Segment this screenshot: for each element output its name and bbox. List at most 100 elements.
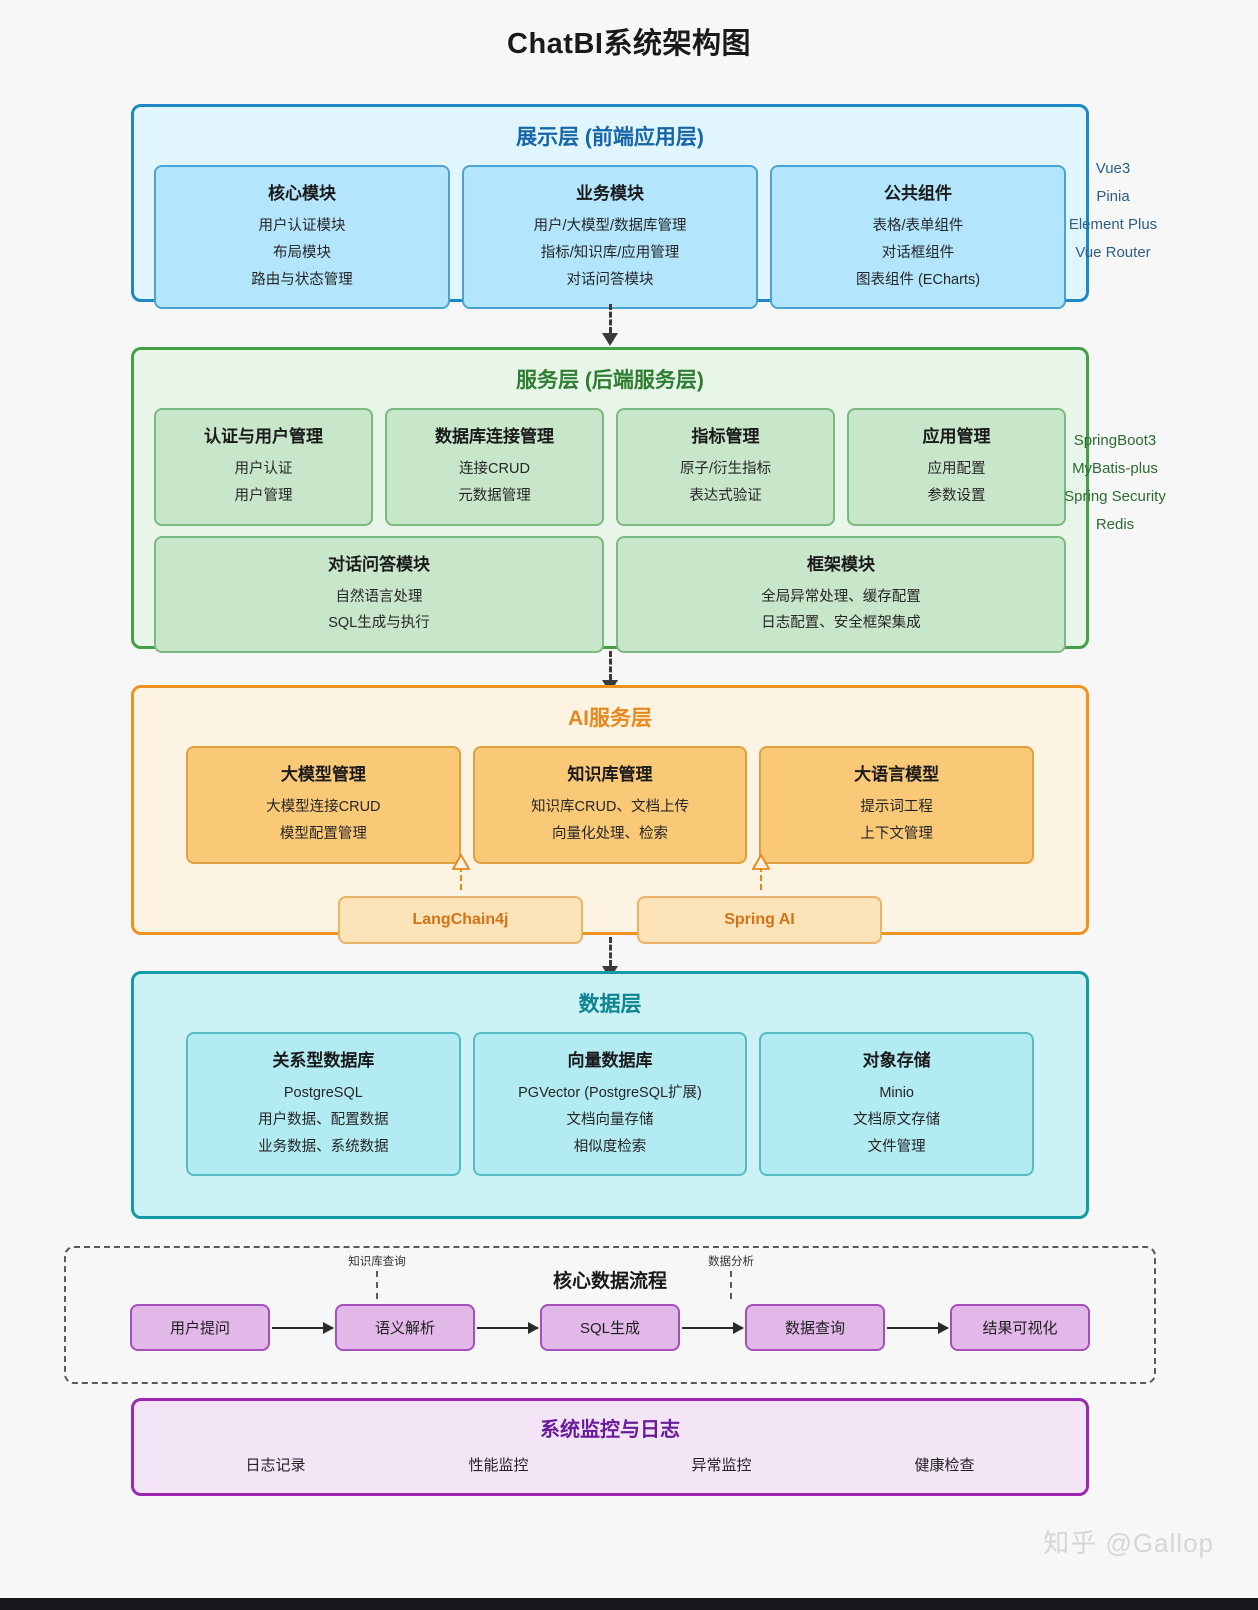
card-line: 连接CRUD — [459, 461, 530, 477]
service-layer: 服务层 (后端服务层) 认证与用户管理 用户认证 用户管理 数据库连接管理 连接… — [131, 347, 1089, 654]
card-auth-user-management: 认证与用户管理 用户认证 用户管理 — [154, 408, 373, 526]
ai-cards: 大模型管理 大模型连接CRUD 模型配置管理 知识库管理 知识库CRUD、文档上… — [134, 746, 1086, 864]
core-data-flow-section: 核心数据流程 用户提问 语义解析 SQL生成 数据查询 结果可视化 — [64, 1246, 1156, 1384]
card-line: 大模型连接CRUD — [266, 799, 381, 815]
tech-item: Spring Security — [1064, 487, 1166, 505]
card-line: 表达式验证 — [689, 487, 762, 504]
card-title: 公共组件 — [884, 184, 952, 203]
hollow-triangle-icon — [752, 854, 770, 870]
card-line: 用户管理 — [234, 487, 293, 504]
card-line: 原子/衍生指标 — [679, 461, 772, 477]
card-framework-module: 框架模块 全局异常处理、缓存配置 日志配置、安全框架集成 — [616, 535, 1066, 654]
card-core-module: 核心模块 用户认证模块 布局模块 路由与状态管理 — [154, 165, 450, 310]
card-line: 对话问答模块 — [566, 271, 654, 288]
card-line: 相似度检索 — [573, 1138, 647, 1155]
framework-spring-ai: Spring AI — [637, 895, 882, 944]
card-title: 对象存储 — [862, 1051, 931, 1070]
card-business-module: 业务模块 用户/大模型/数据库管理 指标/知识库/应用管理 对话问答模块 — [462, 165, 758, 310]
flow-note-connector — [376, 1271, 378, 1299]
card-title: 向量数据库 — [567, 1051, 653, 1070]
presentation-cards: 核心模块 用户认证模块 布局模块 路由与状态管理 业务模块 用户/大模型/数据库… — [134, 165, 1086, 327]
service-layer-title: 服务层 (后端服务层) — [516, 369, 704, 392]
data-flow-steps: 用户提问 语义解析 SQL生成 数据查询 结果可视化 — [66, 1304, 1154, 1351]
card-line: 向量化处理、检索 — [552, 825, 668, 842]
tech-item: Element Plus — [1068, 215, 1158, 233]
card-line: 用户/大模型/数据库管理 — [533, 218, 687, 234]
flow-step-semantic-parsing: 语义解析 — [335, 1304, 475, 1351]
watermark: 知乎 @Gallop — [1043, 1528, 1214, 1558]
data-cards: 关系型数据库 PostgreSQL 用户数据、配置数据 业务数据、系统数据 向量… — [134, 1032, 1086, 1177]
frontend-tech-stack: Vue3 Pinia Element Plus Vue Router — [1028, 155, 1198, 267]
connector-presentation-service — [602, 304, 618, 346]
card-line: 知识库CRUD、文档上传 — [531, 799, 689, 815]
flow-step-sql-generation: SQL生成 — [540, 1304, 680, 1351]
ai-frameworks: LangChain4j Spring AI — [134, 895, 1086, 944]
card-line: 自然语言处理 — [335, 588, 423, 605]
monitoring-items: 日志记录 性能监控 异常监控 健康检查 — [134, 1454, 1086, 1475]
backend-tech-stack: SpringBoot3 MyBatis-plus Spring Security… — [1030, 427, 1200, 539]
service-cards-row2: 对话问答模块 自然语言处理 SQL生成与执行 框架模块 全局异常处理、缓存配置 … — [134, 535, 1086, 672]
card-line: 全局异常处理、缓存配置 — [761, 588, 921, 605]
data-layer-title: 数据层 — [578, 993, 642, 1016]
framework-langchain4j: LangChain4j — [338, 895, 583, 944]
card-object-storage: 对象存储 Minio 文档原文存储 文件管理 — [759, 1032, 1035, 1177]
card-title: 认证与用户管理 — [204, 427, 323, 446]
card-line: 应用配置 — [927, 461, 986, 477]
monitoring-item-performance: 性能监控 — [468, 1457, 529, 1474]
card-line: 指标/知识库/应用管理 — [540, 244, 680, 261]
monitoring-item-health-check: 健康检查 — [914, 1457, 975, 1474]
flow-note-connector — [730, 1271, 732, 1299]
card-line: PostgreSQL — [283, 1085, 363, 1101]
card-line: 业务数据、系统数据 — [258, 1138, 389, 1155]
hollow-triangle-icon — [452, 854, 470, 870]
presentation-layer-title: 展示层 (前端应用层) — [516, 126, 704, 149]
card-large-language-model: 大语言模型 提示词工程 上下文管理 — [759, 746, 1035, 864]
flow-arrow-icon — [887, 1321, 949, 1334]
service-cards-row1: 认证与用户管理 用户认证 用户管理 数据库连接管理 连接CRUD 元数据管理 指… — [134, 408, 1086, 536]
card-line: 元数据管理 — [458, 487, 531, 504]
flow-note-data-analysis: 数据分析 — [671, 1253, 791, 1299]
card-line: 文档原文存储 — [853, 1111, 941, 1128]
card-line: 参数设置 — [927, 487, 986, 504]
card-relational-database: 关系型数据库 PostgreSQL 用户数据、配置数据 业务数据、系统数据 — [186, 1032, 461, 1177]
tech-item: MyBatis-plus — [1072, 459, 1158, 477]
flow-step-result-visualization: 结果可视化 — [950, 1304, 1090, 1351]
ai-layer-title: AI服务层 — [568, 707, 652, 730]
data-flow-title: 核心数据流程 — [552, 1271, 667, 1292]
card-database-connection-management: 数据库连接管理 连接CRUD 元数据管理 — [385, 408, 604, 526]
tech-item: SpringBoot3 — [1073, 432, 1157, 449]
card-title: 核心模块 — [268, 184, 336, 203]
card-line: 布局模块 — [273, 244, 331, 261]
card-line: 用户认证模块 — [258, 218, 346, 234]
card-line: SQL生成与执行 — [328, 615, 430, 632]
card-line: 模型配置管理 — [279, 825, 367, 842]
flow-note-label: 知识库查询 — [348, 1256, 406, 1268]
ai-service-layer: AI服务层 大模型管理 大模型连接CRUD 模型配置管理 知识库管理 知识库CR… — [131, 685, 1089, 944]
uml-arrow-spring-ai — [752, 854, 770, 890]
card-title: 知识库管理 — [567, 765, 653, 784]
monitoring-item-exception: 异常监控 — [691, 1457, 752, 1474]
card-title: 业务模块 — [576, 184, 644, 203]
bottom-bar — [0, 1598, 1258, 1610]
card-line: PGVector (PostgreSQL扩展) — [518, 1085, 702, 1101]
card-line: 表格/表单组件 — [872, 218, 964, 234]
card-metric-management: 指标管理 原子/衍生指标 表达式验证 — [616, 408, 835, 526]
card-line: 提示词工程 — [860, 799, 933, 815]
flow-arrow-icon — [682, 1321, 744, 1334]
monitoring-item-logging: 日志记录 — [245, 1457, 306, 1474]
tech-item: Vue3 — [1095, 160, 1131, 177]
card-title: 框架模块 — [807, 554, 875, 574]
flow-step-data-query: 数据查询 — [745, 1304, 885, 1351]
card-title: 关系型数据库 — [272, 1051, 375, 1070]
card-vector-database: 向量数据库 PGVector (PostgreSQL扩展) 文档向量存储 相似度… — [472, 1032, 748, 1177]
monitoring-layer: 系统监控与日志 日志记录 性能监控 异常监控 健康检查 — [131, 1398, 1089, 1496]
card-conversation-qa-module: 对话问答模块 自然语言处理 SQL生成与执行 — [154, 535, 604, 654]
card-line: 对话框组件 — [881, 244, 955, 261]
card-line: 日志配置、安全框架集成 — [761, 615, 921, 632]
card-title: 应用管理 — [922, 427, 991, 446]
card-line: 路由与状态管理 — [251, 271, 353, 288]
card-title: 指标管理 — [691, 427, 760, 446]
card-line: 文档向量存储 — [566, 1111, 654, 1128]
presentation-layer: 展示层 (前端应用层) 核心模块 用户认证模块 布局模块 路由与状态管理 业务模… — [131, 104, 1089, 310]
